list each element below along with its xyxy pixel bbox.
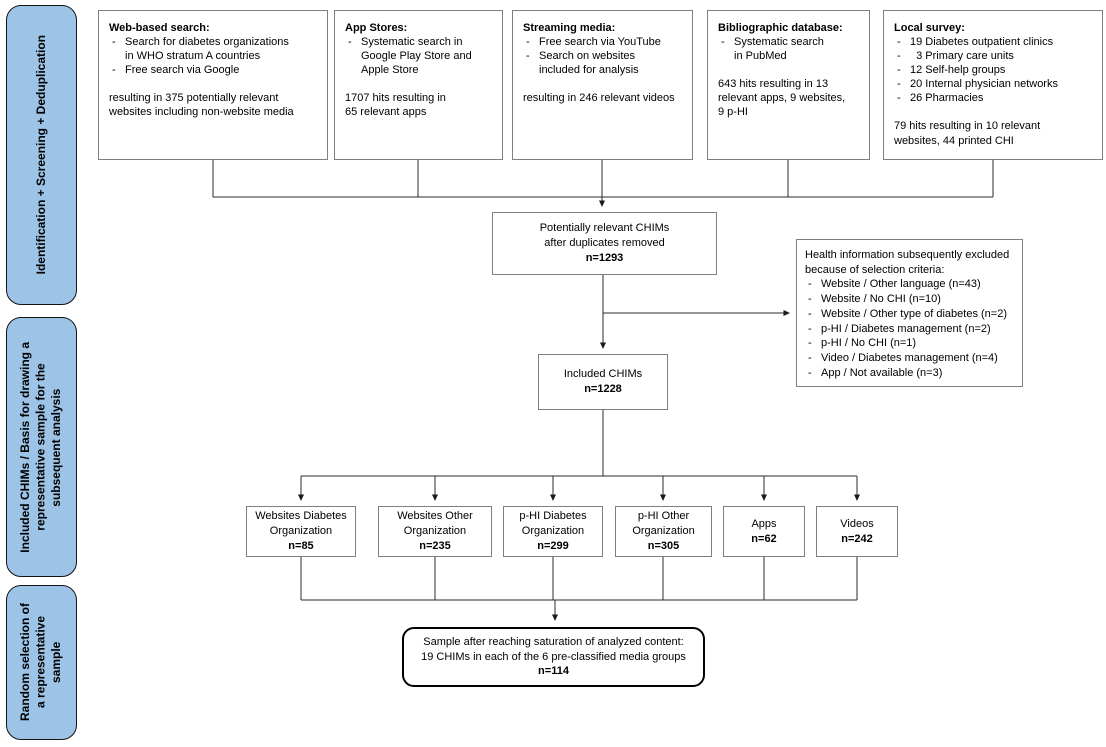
bullet-item: - Free search via Google (112, 64, 240, 77)
sidebar-stage-identification: Identification + Screening + Deduplicati… (6, 5, 77, 305)
bullet-dash: - (808, 322, 812, 335)
bullet-item: - Systematic search in PubMed (721, 36, 824, 63)
excluded-box: Health information subsequently excluded… (796, 239, 1023, 387)
source-box-result: 643 hits resulting in 13 relevant apps, … (718, 78, 846, 119)
bullet-item: - 19 Diabetes outpatient clinics (897, 36, 1054, 49)
source-box-title: Streaming media: (523, 22, 616, 34)
source-box-result: resulting in 246 relevant videos (523, 92, 675, 105)
excluded-item: - Video / Diabetes management (n=4) (808, 352, 998, 365)
bullet-dash: - (808, 366, 812, 379)
dedup-box-line2: after duplicates removed (544, 237, 665, 250)
excluded-item: - App / Not available (n=3) (808, 366, 943, 379)
bullet-dash: - (897, 92, 901, 105)
bullet-item: - Free search via YouTube (526, 36, 661, 49)
source-box-title: Web-based search: (109, 22, 210, 34)
bullet-dash: - (808, 352, 812, 365)
sidebar-stage-random-selection-label: Random selection of a representative sam… (18, 603, 64, 722)
excluded-item: - p-HI / Diabetes management (n=2) (808, 322, 991, 335)
category-label: Apps (751, 517, 777, 530)
bullet-dash: - (897, 64, 901, 77)
category-count: n=235 (419, 539, 451, 552)
sample-box-line2: 19 CHIMs in each of the 6 pre-classified… (421, 650, 686, 663)
bullet-dash: - (348, 36, 352, 49)
source-box-app-stores: App Stores: - Systematic search in Googl… (334, 10, 503, 160)
source-box-title: Local survey: (894, 22, 965, 34)
included-distributor (298, 410, 860, 501)
bullet-dash: - (897, 78, 901, 91)
source-box-result: 1707 hits resulting in 65 relevant apps (345, 92, 446, 119)
source-box-bibliographic-database: Bibliographic database: - Systematic sea… (707, 10, 870, 160)
excluded-item: - Website / Other type of diabetes (n=2) (808, 307, 1007, 320)
category-count: n=85 (288, 539, 314, 552)
category-label: p-HI Diabetes Organization (519, 510, 587, 538)
bullet-item: - 12 Self-help groups (897, 64, 1006, 77)
category-box-phi-diabetes: p-HI Diabetes Organization n=299 (503, 506, 603, 557)
bullet-dash: - (808, 337, 812, 350)
bullet-dash: - (112, 36, 116, 49)
dedup-box-count: n=1293 (585, 251, 624, 264)
source-box-local-survey: Local survey: - 19 Diabetes outpatient c… (883, 10, 1103, 160)
source-box-streaming-media: Streaming media: - Free search via YouTu… (512, 10, 693, 160)
source-box-web-search: Web-based search: - Search for diabetes … (98, 10, 328, 160)
category-box-websites-other: Websites Other Organization n=235 (378, 506, 492, 557)
category-count: n=299 (537, 539, 569, 552)
top-collector (212, 160, 994, 207)
included-box-line1: Included CHIMs (563, 368, 643, 381)
bullet-dash: - (897, 36, 901, 49)
included-box-count: n=1228 (584, 383, 622, 395)
category-count: n=62 (751, 532, 777, 545)
category-label: Websites Other Organization (397, 510, 473, 538)
bullet-dash: - (808, 307, 812, 320)
bullet-dash: - (526, 50, 530, 63)
bullet-item: - Search for diabetes organizations in W… (112, 36, 289, 63)
included-box: Included CHIMs n=1228 (538, 354, 668, 410)
bullet-dash: - (808, 293, 812, 306)
category-box-apps: Apps n=62 (723, 506, 805, 557)
excluded-box-header: Health information subsequently excluded… (805, 249, 1010, 276)
category-count: n=305 (647, 539, 680, 552)
sidebar-stage-identification-label: Identification + Screening + Deduplicati… (33, 35, 48, 275)
sidebar-stage-included-chims: Included CHIMs / Basis for drawing a rep… (6, 317, 77, 577)
bullet-dash: - (808, 278, 812, 291)
bullet-item: - Systematic search in Google Play Store… (348, 36, 472, 77)
category-count: n=242 (841, 532, 873, 545)
sidebar-stage-random-selection: Random selection of a representative sam… (6, 585, 77, 740)
category-box-websites-diabetes: Websites Diabetes Organization n=85 (246, 506, 356, 557)
sample-box-count: n=114 (538, 665, 569, 678)
category-box-videos: Videos n=242 (816, 506, 898, 557)
excluded-item: - p-HI / No CHI (n=1) (808, 337, 917, 350)
bullet-dash: - (526, 36, 530, 49)
dedup-box: Potentially relevant CHIMs after duplica… (492, 212, 717, 275)
bullet-item: - 20 Internal physician networks (897, 78, 1058, 91)
sample-box: Sample after reaching saturation of anal… (402, 627, 705, 687)
source-box-result: 79 hits resulting in 10 relevant website… (894, 120, 1041, 147)
excluded-item: - Website / Other language (n=43) (808, 278, 981, 291)
bottom-collector (300, 557, 858, 621)
dedup-box-line1: Potentially relevant CHIMs (539, 222, 670, 235)
excluded-item: - Website / No CHI (n=10) (808, 293, 941, 306)
category-label: Websites Diabetes Organization (255, 510, 347, 538)
bullet-item: - 3 Primary care units (897, 50, 1014, 63)
bullet-item: - Search on websites included for analys… (526, 50, 639, 77)
bullet-item: - 26 Pharmacies (897, 92, 984, 105)
bullet-dash: - (721, 36, 725, 49)
category-box-phi-other: p-HI Other Organization n=305 (615, 506, 712, 557)
category-label: Videos (840, 517, 874, 530)
sidebar-stage-included-chims-label: Included CHIMs / Basis for drawing a rep… (18, 341, 64, 553)
bullet-dash: - (112, 64, 116, 77)
source-box-result: resulting in 375 potentially relevant we… (109, 92, 294, 119)
source-box-title: App Stores: (345, 22, 408, 34)
source-box-title: Bibliographic database: (718, 22, 843, 34)
sample-box-line1: Sample after reaching saturation of anal… (423, 635, 684, 648)
bullet-dash: - (897, 50, 901, 63)
category-label: p-HI Other Organization (632, 510, 695, 538)
dedup-to-included (600, 275, 790, 349)
